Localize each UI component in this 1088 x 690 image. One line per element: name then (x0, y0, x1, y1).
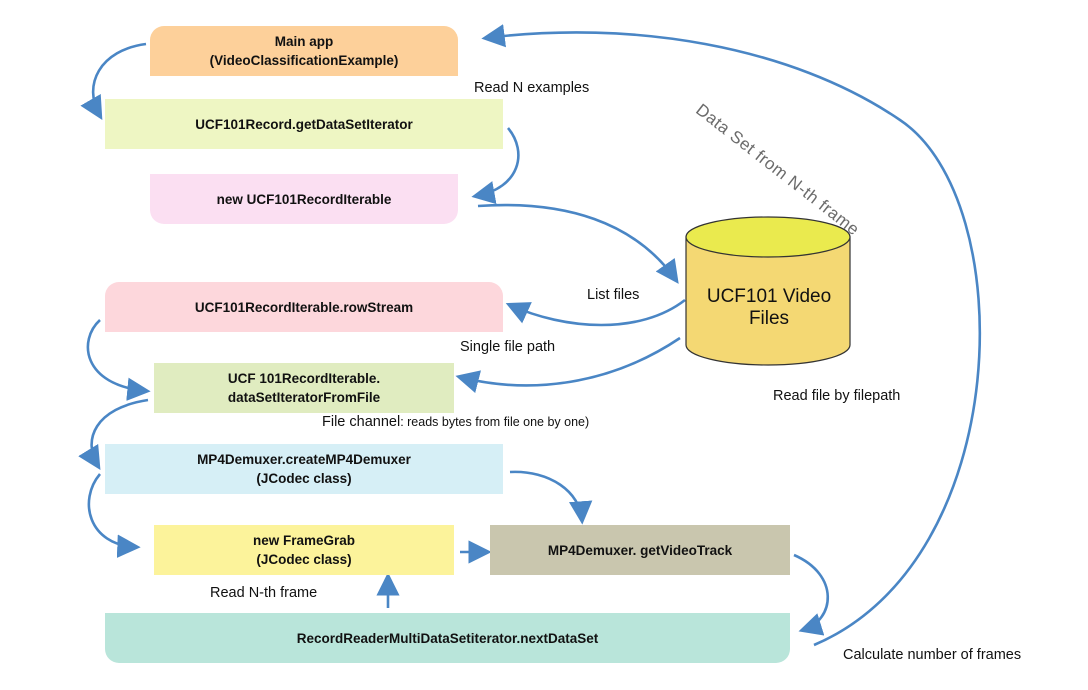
create-demuxer-line1: MP4Demuxer.createMP4Demuxer (197, 452, 411, 467)
read-nth-frame-label: Read N-th frame (210, 585, 318, 601)
get-video-track-box: MP4Demuxer. getVideoTrack (490, 525, 790, 575)
calculate-frames-label: Calculate number of frames (843, 647, 1022, 663)
dataset-iterator-from-file-line1: UCF 101RecordIterable. (227, 371, 381, 386)
next-dataset-box: RecordReaderMultiDataSetiterator.nextDat… (105, 613, 790, 663)
new-framegrab-line2: (JCodec class) (256, 552, 352, 567)
arrow-fromfile-to-demuxer (78, 398, 149, 470)
read-file-by-filepath-label: Read file by filepath (773, 388, 901, 404)
main-app-title: Main app (274, 34, 334, 49)
new-record-iterable-box: new UCF101RecordIterable (150, 174, 458, 224)
next-dataset-label: RecordReaderMultiDataSetiterator.nextDat… (296, 630, 599, 646)
new-framegrab-line1: new FrameGrab (252, 533, 356, 548)
arrow-videotrack-to-nextdataset (793, 553, 830, 636)
new-record-iterable-label: new UCF101RecordIterable (216, 191, 392, 207)
arrow-main-to-getdataset (80, 42, 147, 121)
arrow-getdataset-to-iterable (471, 127, 520, 205)
arrow-cylinder-to-fromfile (455, 336, 681, 393)
new-framegrab-box: new FrameGrab (JCodec class) (154, 525, 454, 575)
cylinder-line2: Files (748, 308, 790, 329)
video-files-cylinder-label: UCF101 Video Files (688, 286, 850, 330)
main-app-box: Main app (VideoClassificationExample) (150, 26, 458, 76)
arrow-rowstream-to-fromfile (86, 319, 151, 401)
main-app-subtitle: (VideoClassificationExample) (209, 53, 399, 68)
arrow-iterable-to-cylinder (477, 203, 679, 284)
get-video-track-label: MP4Demuxer. getVideoTrack (547, 542, 733, 558)
dataset-iterator-from-file-box: UCF 101RecordIterable. dataSetIteratorFr… (154, 363, 454, 413)
get-dataset-iterator-label: UCF101Record.getDataSetIterator (195, 116, 413, 132)
arrow-demuxer-to-videotrack (509, 470, 593, 525)
cylinder-shape (685, 216, 851, 366)
file-channel-detail: : reads bytes from file one by one) (400, 415, 590, 429)
list-files-label: List files (587, 287, 640, 303)
get-dataset-iterator-box: UCF101Record.getDataSetIterator (105, 99, 503, 149)
dataset-iterator-from-file-line2: dataSetIteratorFromFile (227, 390, 381, 405)
arrow-demuxer-to-framegrab (87, 473, 141, 558)
create-demuxer-box: MP4Demuxer.createMP4Demuxer (JCodec clas… (105, 444, 503, 494)
row-stream-label: UCF101RecordIterable.rowStream (194, 299, 414, 315)
row-stream-box: UCF101RecordIterable.rowStream (105, 282, 503, 332)
file-channel-title: File channel (322, 414, 401, 430)
arrow-nextdataset-to-main (481, 24, 981, 647)
cylinder-line1: UCF101 Video (706, 286, 832, 307)
create-demuxer-line2: (JCodec class) (256, 471, 352, 486)
single-file-path-label: Single file path (460, 339, 556, 355)
read-n-examples-label: Read N examples (474, 80, 590, 96)
file-channel-label: File channel: reads bytes from file one … (322, 414, 589, 430)
arrow-cylinder-to-rowstream (505, 298, 686, 327)
